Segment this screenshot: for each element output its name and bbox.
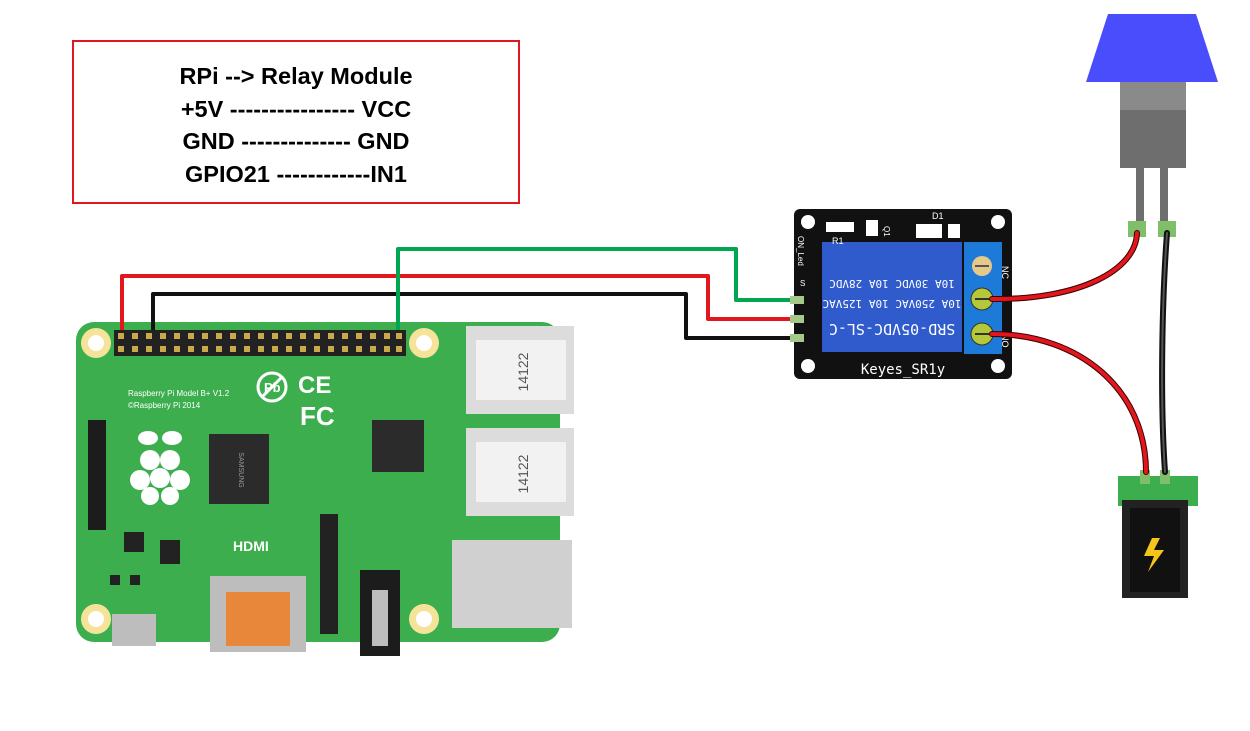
display-connector [88,420,106,530]
usb-controller-chip [372,420,424,472]
pi-copyright-label: ©Raspberry Pi 2014 [128,401,201,410]
raspberry-pi-board: SAMSUNG Raspberry Pi Model B+ V1.2 ©Rasp… [76,322,574,656]
relay-name-label: Keyes_SR1y [861,362,945,378]
d1-label: D1 [932,211,944,221]
usb-top-label: 14122 [515,352,531,391]
r1-label: R1 [832,236,844,246]
pi-model-label: Raspberry Pi Model B+ V1.2 [128,389,230,398]
legend-gpio21-in1: GPIO21 ------------IN1 [185,160,407,187]
usb-port-bottom: 14122 [466,428,574,516]
pin-s-label: S [800,279,805,288]
lamp-shade [1086,14,1218,82]
relay-model-label: SRD-05VDC-SL-C [829,320,955,338]
pb-mark: Pb [264,380,281,395]
lightning-icon [1144,538,1164,572]
fc-mark: FC [300,401,335,431]
lamp [1086,14,1218,237]
nc-label: NC [1000,266,1010,279]
wire-gnd-black [151,292,796,340]
raspberry-logo-icon [130,431,190,505]
wires-load [989,230,1170,475]
wire-relay-no-to-jack [989,331,1149,475]
chip-label: SAMSUNG [237,452,244,487]
usb-bottom-label: 14122 [515,454,531,493]
led-label: ON_Led [796,236,805,266]
diode-d1 [916,224,960,238]
gpio-header [114,330,406,356]
micro-usb-port [112,614,156,646]
connection-legend: RPi --> Relay Module +5V ---------------… [72,40,520,204]
wire-gpio21-green [396,247,796,330]
wire-5v-red [120,274,796,330]
hdmi-port [210,576,306,652]
resistor-r1 [826,222,854,232]
relay-module: SRD-05VDC-SL-C 10A 250VAC 10A 125VAC 10A… [790,209,1012,379]
ce-mark: CE [298,372,331,399]
audio-jack [360,570,400,656]
ethernet-port [452,540,572,628]
legend-gnd-gnd: GND -------------- GND [182,128,410,154]
relay-rating-2: 10A 30VDC 10A 28VDC [829,277,955,290]
no-label: NO [1000,334,1010,348]
transistor-q1 [866,220,878,236]
soc-chip: SAMSUNG [209,434,269,504]
hdmi-label: HDMI [233,538,269,554]
relay-rating-1: 10A 250VAC 10A 125VAC [822,297,961,310]
relay-block [822,242,962,352]
q1-label: Q1 [882,226,891,237]
dc-power-jack [1118,470,1198,598]
relay-header-pins [790,296,804,342]
legend-5v-vcc: +5V ---------------- VCC [180,95,412,122]
wire-relay-com-to-lamp [989,230,1140,303]
usb-port-top: 14122 [466,326,574,414]
legend-title: RPi --> Relay Module [179,63,413,89]
mounting-holes [81,328,439,634]
certification-marks: Pb CE FC [256,371,335,431]
wires-pi-to-relay [120,247,796,340]
